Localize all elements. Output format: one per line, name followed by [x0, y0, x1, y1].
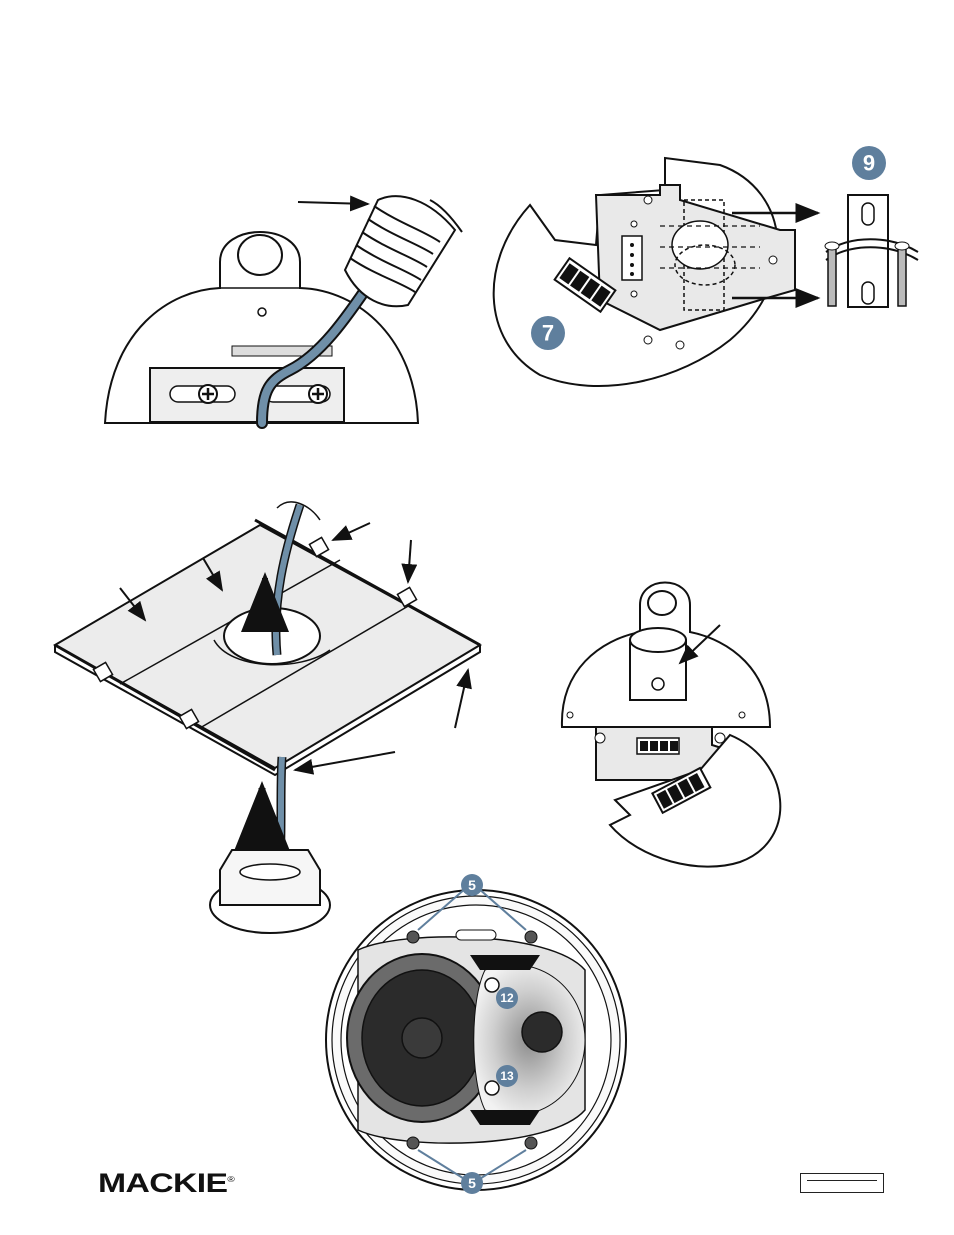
callout-12: 12: [500, 991, 514, 1005]
callout-5-top: 5: [468, 877, 476, 893]
panel-bracket: 9: [825, 146, 918, 307]
screw-icon: [407, 931, 419, 943]
arrow-icon: [298, 202, 368, 204]
screw-icon: [309, 385, 327, 403]
conduit: [345, 196, 462, 306]
callout-7: 7: [542, 321, 554, 346]
panel-terminal-rear: 7: [494, 158, 818, 386]
mackie-logo: MACKIE®: [98, 1168, 234, 1199]
panel-speaker-front: 5 5 12 13: [326, 874, 626, 1194]
callout-9: 9: [863, 151, 875, 176]
part-number-box: [800, 1173, 884, 1193]
screw-icon: [407, 1137, 419, 1149]
part-number-line: [807, 1180, 877, 1186]
screw-icon: [525, 1137, 537, 1149]
speaker-small: [210, 850, 330, 933]
panel-ceiling-tile: [55, 502, 480, 933]
logo-text: MACKIE: [98, 1168, 227, 1198]
arrow-icon: [333, 523, 370, 540]
registered-mark: ®: [227, 1175, 234, 1184]
arrow-icon: [455, 670, 468, 728]
callout-5-bottom: 5: [468, 1175, 476, 1191]
screw-icon: [525, 931, 537, 943]
screw-icon: [199, 385, 217, 403]
panel-rear-plate: [562, 583, 780, 867]
panel-cable-clamp: [105, 196, 462, 423]
arrow-icon: [408, 540, 411, 582]
callout-13: 13: [500, 1069, 514, 1083]
